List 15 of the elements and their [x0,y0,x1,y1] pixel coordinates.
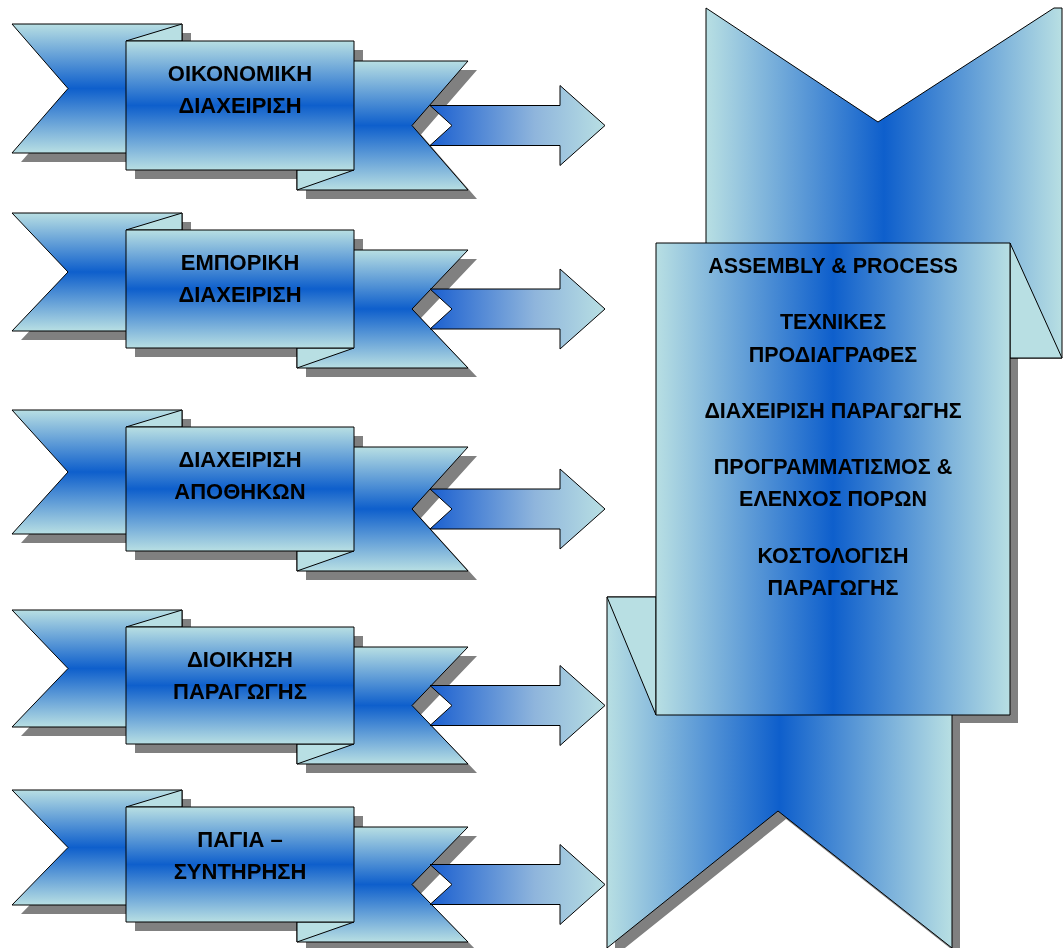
panel-label: ΠΡΟΓΡΑΜΜΑΤΙΣΜΟΣ & ΕΛΕΝΧΟΣ ΠΟΡΩΝ [712,454,954,514]
banner-label: ΕΜΠΟΡΙΚΗ ΔΙΑΧΕΙΡΙΣΗ [177,249,303,309]
panel-label: ΤΕΧΝΙΚΕΣ ΠΡΟΔΙΑΓΡΑΦΕΣ [747,309,919,369]
block-arrow [429,85,606,166]
block-arrow [429,665,606,746]
panel-label: ΔΙΑΧΕΙΡΙΣΗ ΠΑΡΑΓΩΓΗΣ [703,397,963,425]
block-arrow [429,468,606,550]
panel-label: ASSEMBLY & PROCESS [707,253,959,280]
block-arrow [429,268,606,350]
block-arrow [429,844,606,925]
panel-label: ΚΟΣΤΟΛΟΓΙΣΗ ΠΑΡΑΓΩΓΗΣ [756,542,910,602]
banner-label: ΔΙΑΧΕΙΡΙΣΗ ΑΠΟΘΗΚΩΝ [173,446,307,506]
banner-label: ΔΙΟΙΚΗΣΗ ΠΑΡΑΓΩΓΗΣ [172,646,308,706]
banner-label: ΟΙΚΟΝΟΜΙΚΗ ΔΙΑΧΕΙΡΙΣΗ [166,60,314,120]
banner-label: ΠΑΓΙΑ – ΣΥΝΤΗΡΗΣΗ [172,826,308,886]
